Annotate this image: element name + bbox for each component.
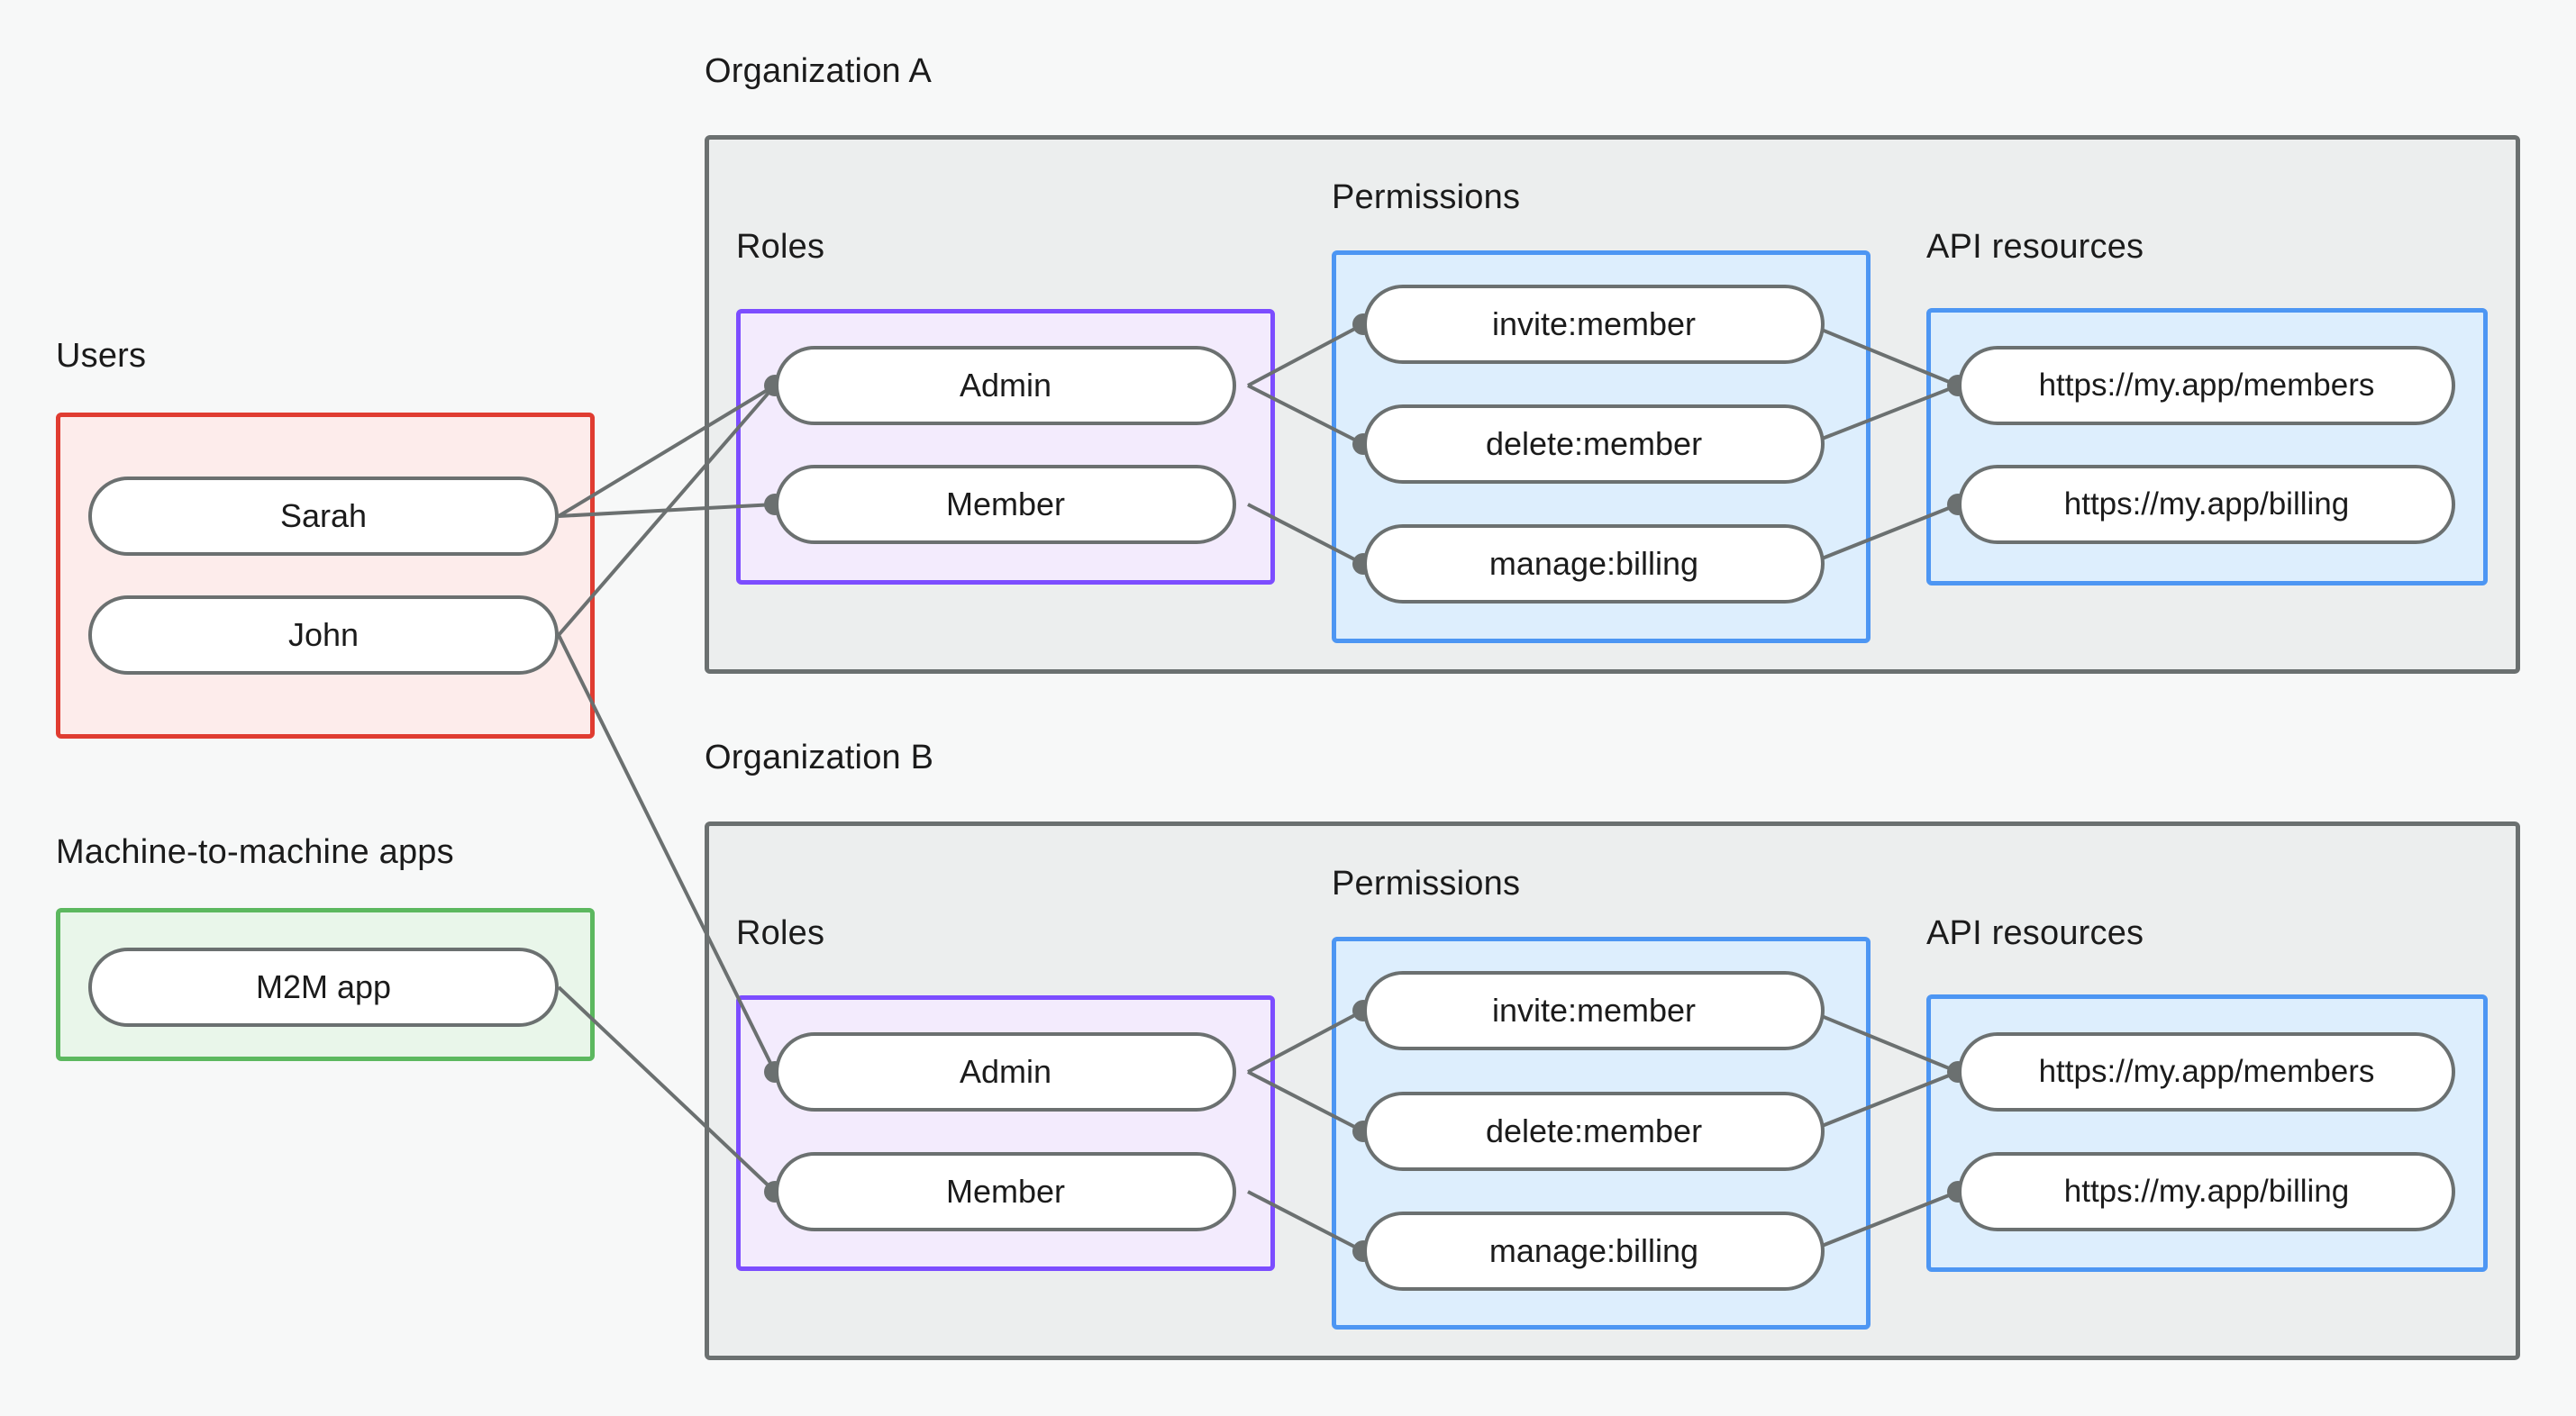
org-b-role-member[interactable]: Member (775, 1152, 1236, 1231)
org-a-permission-manage-billing[interactable]: manage:billing (1363, 524, 1825, 604)
org-a-permission-delete-member[interactable]: delete:member (1363, 404, 1825, 484)
org-b-permission-invite-member[interactable]: invite:member (1363, 971, 1825, 1050)
user-john[interactable]: John (88, 595, 559, 675)
org-b-roles-title: Roles (736, 914, 825, 952)
org-b-role-admin[interactable]: Admin (775, 1032, 1236, 1112)
org-a-api-resource-members[interactable]: https://my.app/members (1958, 346, 2455, 425)
org-a-api-resource-billing[interactable]: https://my.app/billing (1958, 465, 2455, 544)
org-a-roles-title: Roles (736, 228, 825, 266)
org-b-permission-delete-member[interactable]: delete:member (1363, 1092, 1825, 1171)
org-b-api-resource-members[interactable]: https://my.app/members (1958, 1032, 2455, 1112)
users-title: Users (56, 337, 147, 375)
org-a-role-member[interactable]: Member (775, 465, 1236, 544)
org-b-api-resources-title: API resources (1926, 914, 2144, 952)
org-b-api-resource-billing[interactable]: https://my.app/billing (1958, 1152, 2455, 1231)
m2m-app[interactable]: M2M app (88, 948, 559, 1027)
user-sarah[interactable]: Sarah (88, 477, 559, 556)
users-box (56, 413, 595, 739)
org-a-permission-invite-member[interactable]: invite:member (1363, 285, 1825, 364)
org-a-permissions-title: Permissions (1332, 178, 1521, 216)
org-b-permission-manage-billing[interactable]: manage:billing (1363, 1212, 1825, 1291)
org-b-permissions-title: Permissions (1332, 865, 1521, 903)
org-a-title: Organization A (705, 52, 933, 90)
org-a-api-resources-title: API resources (1926, 228, 2144, 266)
m2m-title: Machine-to-machine apps (56, 833, 454, 871)
org-b-title: Organization B (705, 739, 934, 776)
org-a-role-admin[interactable]: Admin (775, 346, 1236, 425)
